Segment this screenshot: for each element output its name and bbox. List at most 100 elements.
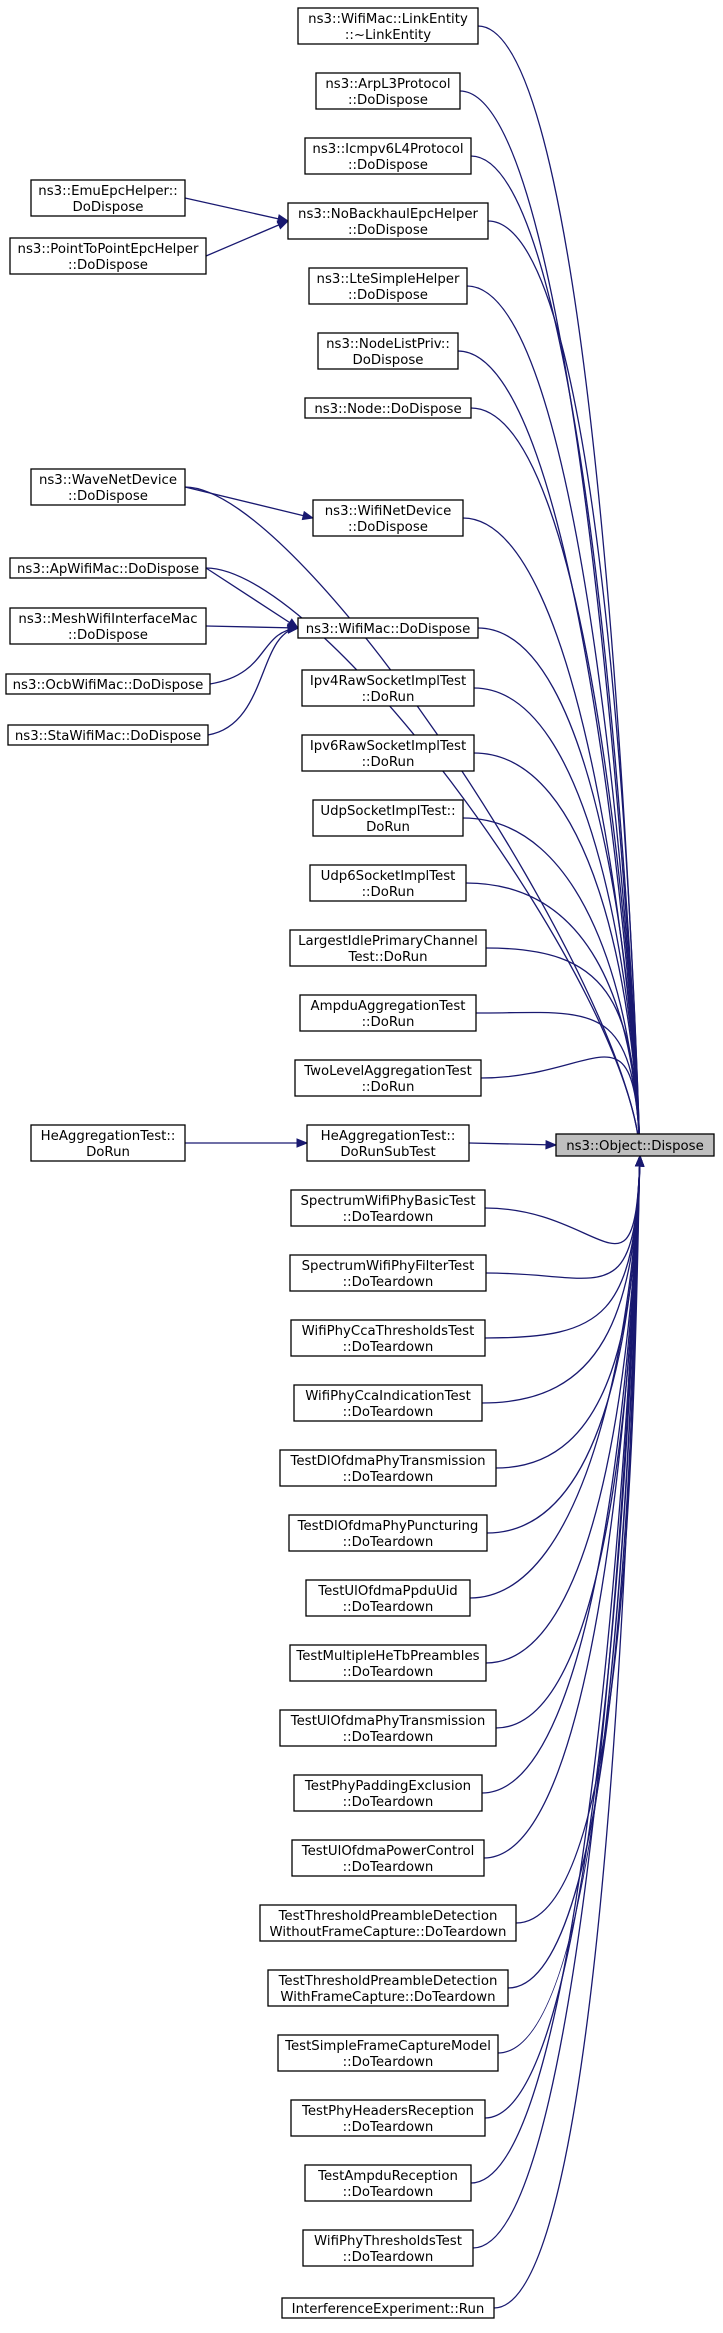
node-ltesimple[interactable]: ns3::LteSimpleHelper::DoDispose (308, 267, 468, 305)
node-label-line: ::DoTeardown (343, 1210, 434, 1225)
node-threshwith[interactable]: TestThresholdPreambleDetectionWithFrameC… (267, 1969, 509, 2007)
node-specfilter[interactable]: SpectrumWifiPhyFilterTest::DoTeardown (289, 1254, 487, 1292)
node-twolevel[interactable]: TwoLevelAggregationTest::DoRun (294, 1059, 482, 1097)
edge-specbasic-to-target (484, 1154, 645, 1245)
node-label-line: DoDispose (73, 200, 144, 215)
node-phythresh[interactable]: WifiPhyThresholdsTest::DoTeardown (302, 2229, 474, 2267)
node-label-line: ::DoTeardown (343, 1600, 434, 1615)
node-target-object-dispose[interactable]: ns3::Object::Dispose (555, 1133, 715, 1157)
node-dlofdmapunct[interactable]: TestDlOfdmaPhyPuncturing::DoTeardown (288, 1514, 488, 1552)
node-label-line: TestAmpduReception (317, 2169, 458, 2184)
node-padding[interactable]: TestPhyPaddingExclusion::DoTeardown (293, 1774, 483, 1812)
node-box (312, 499, 464, 537)
node-emuepc[interactable]: ns3::EmuEpcHelper::DoDispose (30, 179, 186, 217)
node-box (297, 617, 479, 639)
node-multihetb[interactable]: TestMultipleHeTbPreambles::DoTeardown (289, 1644, 487, 1682)
node-interference[interactable]: InterferenceExperiment::Run (281, 2297, 495, 2319)
edge-node-to-target (470, 407, 645, 1158)
node-label-line: HeAggregationTest:: (321, 1129, 456, 1144)
node-label-line: ::DoTeardown (343, 1730, 434, 1745)
node-specbasic[interactable]: SpectrumWifiPhyBasicTest::DoTeardown (290, 1189, 486, 1227)
node-label-line: Test::DoRun (347, 950, 427, 965)
node-label-line: TestUlOfdmaPhyTransmission (290, 1714, 486, 1729)
node-label-line: ::DoTeardown (343, 1405, 434, 1420)
node-box (279, 1709, 497, 1747)
node-label-line: ns3::OcbWifiMac::DoDispose (13, 678, 204, 693)
node-ulpower[interactable]: TestUlOfdmaPowerControl::DoTeardown (291, 1839, 485, 1877)
node-wavenet[interactable]: ns3::WaveNetDevice::DoDispose (30, 468, 186, 506)
node-label-line: ::DoTeardown (343, 2250, 434, 2265)
node-nodelistpriv[interactable]: ns3::NodeListPriv::DoDispose (317, 332, 459, 370)
node-label-line: ns3::WifiMac::DoDispose (306, 622, 471, 637)
node-box (301, 669, 475, 707)
node-ccathresh[interactable]: WifiPhyCcaThresholdsTest::DoTeardown (290, 1319, 486, 1357)
node-dlofdmatx[interactable]: TestDlOfdmaPhyTransmission::DoTeardown (279, 1449, 497, 1487)
node-box (291, 1839, 485, 1877)
node-label-line: ::DoDispose (68, 489, 148, 504)
node-apwifimac[interactable]: ns3::ApWifiMac::DoDispose (9, 557, 207, 579)
node-label-line: ns3::WifiNetDevice (325, 504, 452, 519)
node-ccaind[interactable]: WifiPhyCcaIndicationTest::DoTeardown (293, 1384, 483, 1422)
node-heaggsub[interactable]: HeAggregationTest::DoRunSubTest (306, 1124, 470, 1162)
node-label-line: HeAggregationTest:: (41, 1129, 176, 1144)
edge-specfilter-to-target (485, 1154, 645, 1279)
edge-heaggrun-to-heaggsub (185, 1138, 309, 1148)
node-label-line: DoDispose (353, 353, 424, 368)
node-linkentity[interactable]: ns3::WifiMac::LinkEntity::~LinkEntity (297, 7, 479, 45)
node-icmpv6[interactable]: ns3::Icmpv6L4Protocol::DoDispose (304, 137, 472, 175)
edge-meshwifi-to-wifimac (205, 623, 300, 633)
node-nobackhaul[interactable]: ns3::NoBackhaulEpcHelper::DoDispose (287, 202, 489, 240)
node-box (306, 1124, 470, 1162)
node-label-line: ::DoDispose (348, 520, 428, 535)
node-ocbwifi[interactable]: ns3::OcbWifiMac::DoDispose (5, 673, 211, 695)
node-ipv4raw[interactable]: Ipv4RawSocketImplTest::DoRun (301, 669, 475, 707)
node-wifinet[interactable]: ns3::WifiNetDevice::DoDispose (312, 499, 464, 537)
node-simplecapture[interactable]: TestSimpleFrameCaptureModel::DoTeardown (277, 2034, 499, 2072)
node-label-line: TwoLevelAggregationTest (303, 1064, 472, 1079)
node-box (315, 72, 461, 110)
node-wifimac[interactable]: ns3::WifiMac::DoDispose (297, 617, 479, 639)
node-label-line: DoRunSubTest (340, 1145, 435, 1160)
node-ampduagg[interactable]: AmpduAggregationTest::DoRun (299, 994, 477, 1032)
node-ipv6raw[interactable]: Ipv6RawSocketImplTest::DoRun (301, 734, 475, 772)
node-udp6sock[interactable]: Udp6SocketImplTest::DoRun (309, 864, 467, 902)
node-label-line: ::DoTeardown (343, 2055, 434, 2070)
node-label-line: LargestIdlePrimaryChannel (298, 934, 478, 949)
node-label-line: ::DoDispose (68, 258, 148, 273)
node-box (312, 799, 464, 837)
node-phyheaders[interactable]: TestPhyHeadersReception::DoTeardown (290, 2099, 486, 2137)
node-label-line: ns3::MeshWifiInterfaceMac (18, 612, 197, 627)
node-ampdurx[interactable]: TestAmpduReception::DoTeardown (304, 2164, 472, 2202)
node-label-line: ::DoTeardown (343, 1795, 434, 1810)
node-meshwifi[interactable]: ns3::MeshWifiInterfaceMac::DoDispose (9, 607, 207, 645)
node-box (293, 1384, 483, 1422)
edge-ccathresh-to-target (484, 1154, 645, 1339)
node-box (281, 2297, 495, 2319)
node-label-line: ::~LinkEntity (345, 28, 431, 43)
node-label-line: DoRun (86, 1145, 130, 1160)
node-label-line: ::DoDispose (68, 628, 148, 643)
node-label-line: ::DoDispose (348, 288, 428, 303)
node-arpl3[interactable]: ns3::ArpL3Protocol::DoDispose (315, 72, 461, 110)
node-label-line: Udp6SocketImplTest (321, 869, 456, 884)
node-label-line: ::DoTeardown (343, 2120, 434, 2135)
node-heaggrun[interactable]: HeAggregationTest::DoRun (30, 1124, 186, 1162)
node-label-line: ns3::PointToPointEpcHelper (18, 242, 199, 257)
node-p2pepc[interactable]: ns3::PointToPointEpcHelper::DoDispose (9, 237, 207, 275)
node-box (309, 864, 467, 902)
node-stawifi[interactable]: ns3::StaWifiMac::DoDispose (7, 724, 209, 746)
node-ulppdu[interactable]: TestUlOfdmaPpduUid::DoTeardown (305, 1579, 471, 1617)
node-label-line: ns3::Node::DoDispose (314, 402, 461, 417)
edge-linkentity-to-target (477, 25, 645, 1158)
edge-wavenet-to-wifinet (184, 486, 315, 521)
node-label-line: ::DoTeardown (343, 1470, 434, 1485)
node-node[interactable]: ns3::Node::DoDispose (304, 397, 472, 419)
node-threshwithout[interactable]: TestThresholdPreambleDetectionWithoutFra… (259, 1904, 517, 1942)
node-label-line: Ipv4RawSocketImplTest (310, 674, 466, 689)
node-label-line: ::DoRun (362, 1080, 415, 1095)
node-ulofdmatx[interactable]: TestUlOfdmaPhyTransmission::DoTeardown (279, 1709, 497, 1747)
node-label-line: ::DoTeardown (343, 1860, 434, 1875)
node-udpsock[interactable]: UdpSocketImplTest::DoRun (312, 799, 464, 837)
node-label-line: ::DoRun (362, 885, 415, 900)
